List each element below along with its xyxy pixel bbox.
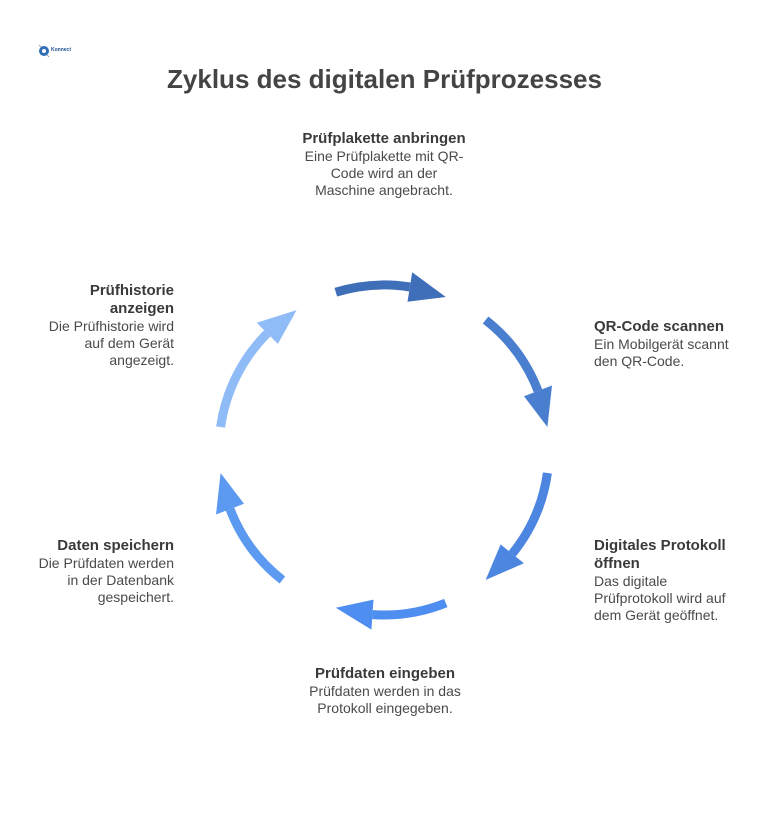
- step-4: Prüfdaten eingeben Prüfdaten werden in d…: [305, 665, 465, 717]
- step-6-heading: Prüfhistorie anzeigen: [89, 282, 174, 317]
- logo: Konnect: [38, 44, 84, 62]
- step-1-heading: Prüfplakette anbringen: [302, 130, 466, 147]
- logo-icon: [38, 44, 50, 58]
- logo-text: Konnect: [51, 47, 71, 53]
- step-4-heading: Prüfdaten eingeben: [314, 665, 456, 682]
- cycle-arrow-3: [508, 472, 552, 557]
- cycle-arrow-head-6: [256, 310, 297, 344]
- step-3-text: Das digitale Prüfprotokoll wird auf dem …: [594, 573, 726, 623]
- step-1: Prüfplakette anbringen Eine Prüfplakette…: [300, 130, 468, 199]
- step-3-heading: Digitales Protokoll öffnen: [594, 537, 726, 572]
- step-2-text: Ein Mobilgerät scannt den QR-Code.: [594, 336, 729, 369]
- page-title: Zyklus des digitalen Prüfprozesses: [167, 64, 602, 94]
- step-5-text: Die Prüfdaten werden in der Datenbank ge…: [38, 555, 174, 605]
- cycle-arrow-head-3: [485, 544, 524, 580]
- step-5-heading: Daten speichern: [57, 537, 174, 554]
- step-6: Prüfhistorie anzeigen Die Prüfhistorie w…: [28, 282, 174, 369]
- cycle-arrow-2: [482, 316, 543, 393]
- cycle-arrow-5: [225, 507, 286, 584]
- step-3: Digitales Protokoll öffnen Das digitale …: [594, 537, 744, 624]
- step-4-text: Prüfdaten werden in das Protokoll eingeg…: [309, 683, 461, 716]
- step-2: QR-Code scannen Ein Mobilgerät scannt de…: [594, 318, 744, 370]
- cycle-arrow-head-5: [216, 473, 244, 515]
- cycle-arrow-head-1: [407, 272, 446, 302]
- step-6-text: Die Prüfhistorie wird auf dem Gerät ange…: [48, 318, 174, 368]
- cycle-arrow-6: [216, 330, 271, 428]
- step-5: Daten speichern Die Prüfdaten werden in …: [28, 537, 174, 606]
- cycle-arrow-1: [334, 280, 411, 297]
- cycle-arrow-head-2: [524, 385, 552, 427]
- cycle-arrow-4: [372, 598, 448, 620]
- cycle-arrow-head-4: [335, 599, 374, 630]
- step-2-heading: QR-Code scannen: [594, 318, 725, 335]
- step-1-text: Eine Prüfplakette mit QR-Code wird an de…: [304, 148, 464, 198]
